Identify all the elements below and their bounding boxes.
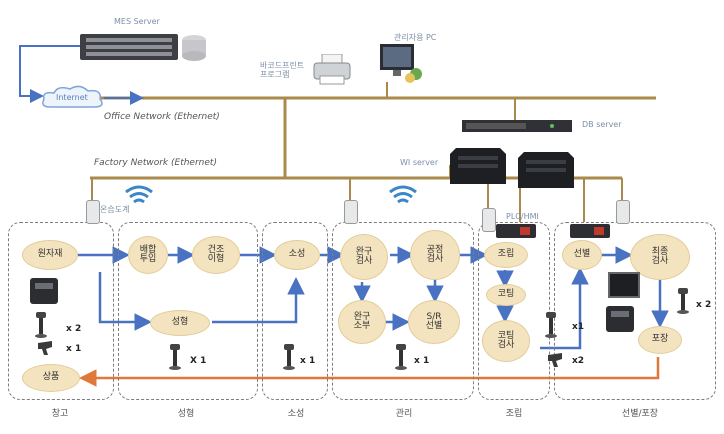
sensor-icon xyxy=(86,200,100,224)
multiplier-label: X 1 xyxy=(190,356,207,366)
zone-sorting-packing xyxy=(554,222,716,400)
wifi-icon-2 xyxy=(388,184,418,206)
node-coating: 코팅 xyxy=(486,284,526,306)
barcode-printer-icon xyxy=(30,278,58,304)
wifi-icon xyxy=(124,184,154,206)
wi-server-icon xyxy=(450,146,506,184)
plc-icon xyxy=(496,224,536,238)
handheld-scanner-icon xyxy=(38,340,58,355)
section-label-forming: 성형 xyxy=(177,409,195,419)
wi-server-label: WI server xyxy=(400,158,439,167)
multiplier-label: x 1 xyxy=(300,356,316,366)
node-product: 상품 xyxy=(22,364,80,392)
node-packing: 포장 xyxy=(638,326,682,354)
internet-label: Internet xyxy=(56,93,88,102)
sensor-icon-4 xyxy=(616,200,630,224)
section-label-firing: 소성 xyxy=(287,409,305,419)
node-firing: 소성 xyxy=(274,240,320,270)
zone-warehouse xyxy=(8,222,114,400)
scanner-stand-icon-4 xyxy=(394,344,408,370)
zone-assembly xyxy=(478,222,550,400)
monitor-icon xyxy=(608,272,640,298)
db-server-label: DB server xyxy=(582,120,622,129)
scanner-stand-icon xyxy=(34,312,48,338)
sensor-icon-3 xyxy=(482,208,496,232)
multiplier-label: x1 xyxy=(572,322,585,332)
node-sorting: 선별 xyxy=(562,240,602,270)
section-label-management: 관리 xyxy=(395,409,413,419)
node-receiving: 원자재 xyxy=(22,240,78,270)
section-label-assembly: 조립 xyxy=(505,409,523,419)
db-server-icon xyxy=(462,118,572,134)
zone-forming xyxy=(118,222,258,400)
zone-management xyxy=(332,222,474,400)
node-forming: 성형 xyxy=(150,310,210,336)
multiplier-label: x2 xyxy=(572,356,585,366)
pc-label: 관리자용 PC xyxy=(394,33,437,42)
scanner-stand-icon-2 xyxy=(168,344,182,370)
scanner-stand-icon-3 xyxy=(282,344,296,370)
handheld-scanner-icon-2 xyxy=(548,352,568,367)
cloud-icon xyxy=(40,85,106,111)
node-sub-process: 완구 소부 xyxy=(338,300,386,344)
mes-server-label: MES Server xyxy=(114,17,160,26)
section-label-warehouse: 창고 xyxy=(51,409,69,419)
section-label-sorting-packing: 선별/포장 xyxy=(621,409,659,419)
sensor-icon-2 xyxy=(344,200,358,224)
scanner-stand-icon-5 xyxy=(544,312,558,338)
mes-server-icon xyxy=(80,28,206,61)
multiplier-label: x 1 xyxy=(414,356,430,366)
multiplier-label: x 2 xyxy=(66,324,82,334)
office-network-label: Office Network (Ethernet) xyxy=(104,112,220,122)
node-quality-check: 공정 검사 xyxy=(410,230,460,280)
node-blending-input: 배합 투입 xyxy=(128,236,168,274)
node-final-inspect: 최종 검사 xyxy=(630,234,690,280)
multiplier-label: x 1 xyxy=(66,344,82,354)
wi-server-icon-2 xyxy=(518,150,574,188)
pc-icon xyxy=(380,44,424,84)
multiplier-label: x 2 xyxy=(696,300,712,310)
node-assy-final: 코팅 검사 xyxy=(482,320,530,362)
barcode-printer-icon-2 xyxy=(606,306,634,332)
printer-label: 바코드프린트 프로그램 xyxy=(260,61,305,79)
sensor-label: 온습도계 xyxy=(100,205,130,214)
node-cut-inspect: 완구 검사 xyxy=(340,234,388,280)
printer-icon xyxy=(312,53,352,86)
zone-firing xyxy=(262,222,328,400)
node-assembly: 조립 xyxy=(484,242,528,268)
scanner-stand-icon-6 xyxy=(676,288,690,314)
plc-label: PLC/HMI xyxy=(506,212,539,221)
plc-icon-2 xyxy=(570,224,610,238)
node-drying: 건조 이형 xyxy=(192,236,240,274)
node-rework: S/R 선별 xyxy=(408,300,460,344)
factory-network-label: Factory Network (Ethernet) xyxy=(94,158,217,168)
